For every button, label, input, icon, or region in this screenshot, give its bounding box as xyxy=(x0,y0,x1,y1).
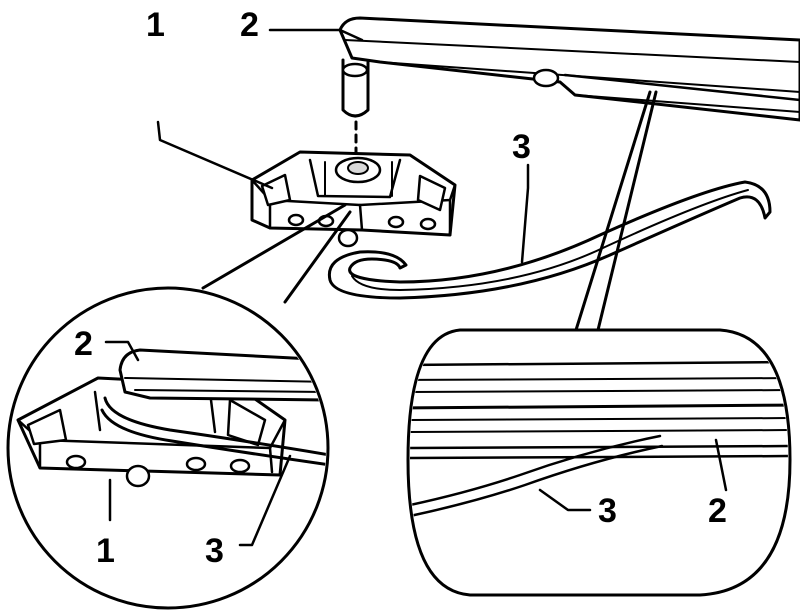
callout-labels: 1 2 3 2 1 3 3 2 xyxy=(74,6,727,570)
callout-detail-left-wiper-arm: 2 xyxy=(74,325,93,363)
callout-detail-right-wiper-arm: 2 xyxy=(708,492,727,530)
wiper-bracket xyxy=(250,150,457,248)
callout-detail-left-rubber-strip: 3 xyxy=(205,532,224,570)
wiper-arm xyxy=(338,16,800,122)
rubber-strip xyxy=(327,180,772,300)
callout-bracket: 1 xyxy=(146,6,165,44)
detail-circle-right xyxy=(406,90,792,597)
callout-detail-right-rubber-strip: 3 xyxy=(598,492,617,530)
callout-wiper-arm: 2 xyxy=(240,6,259,44)
leader-lines xyxy=(104,28,728,547)
callout-rubber-strip: 3 xyxy=(512,128,531,166)
callout-detail-left-bracket: 1 xyxy=(96,532,115,570)
detail-circle-left xyxy=(6,203,352,610)
